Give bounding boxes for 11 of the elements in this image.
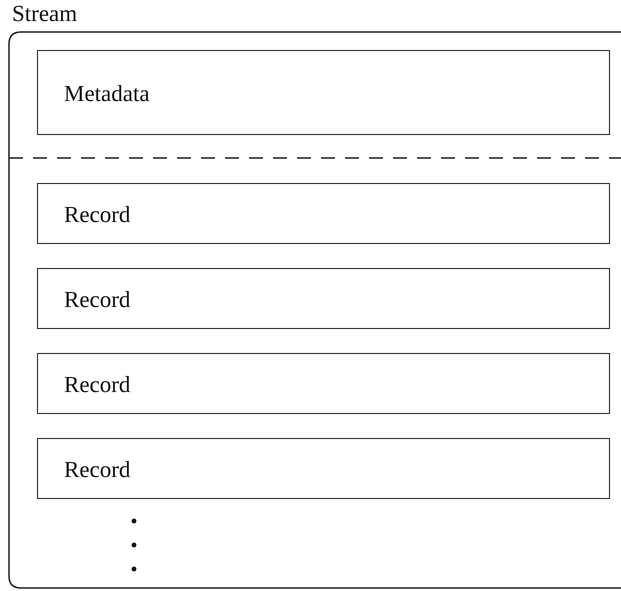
container-title: Stream [12, 2, 78, 25]
box-label: Record [64, 372, 130, 396]
box-label: Record [64, 202, 130, 226]
record-box [37, 268, 610, 329]
record-box [37, 50, 610, 135]
box-label: Record [64, 288, 130, 310]
record-box [37, 438, 610, 499]
record-box [37, 353, 610, 414]
record-box [37, 183, 610, 244]
box-label: Record [64, 458, 130, 480]
box-label: Metadata [64, 82, 150, 104]
